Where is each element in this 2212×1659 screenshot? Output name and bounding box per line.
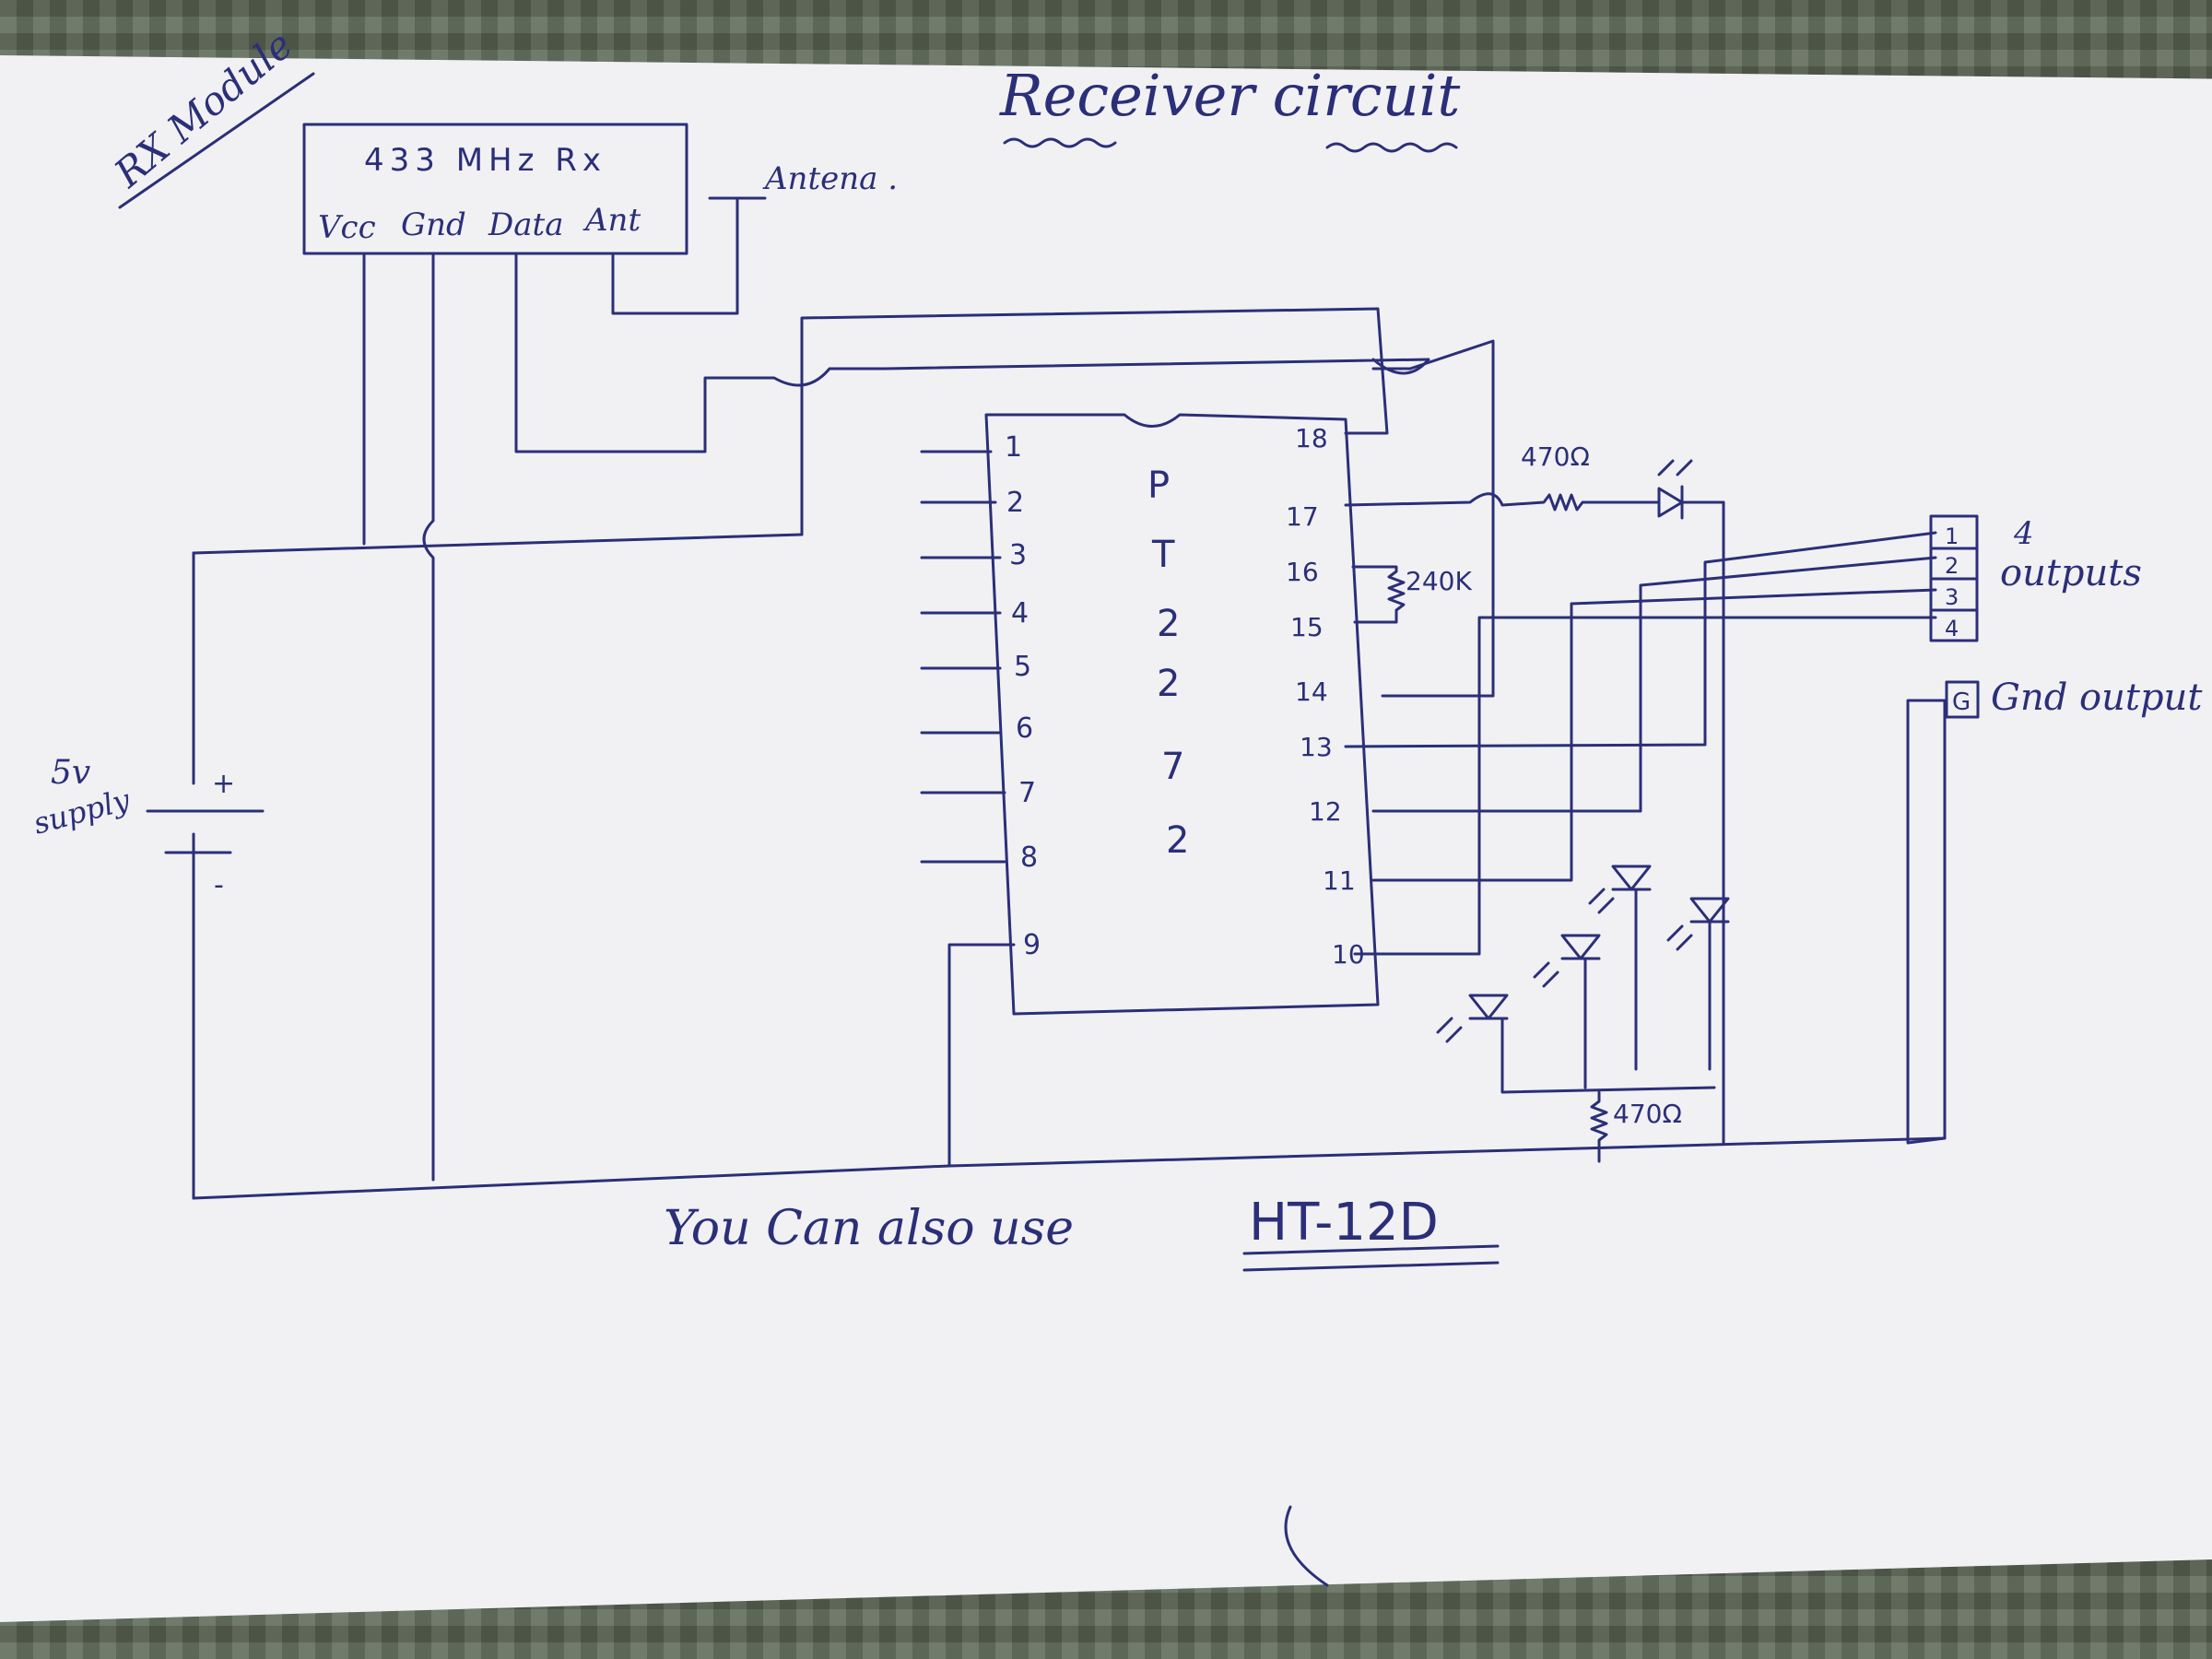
led-ground-resistor (1590, 1090, 1608, 1163)
stray-pen-mark (1284, 1505, 1329, 1587)
ic-pin-6: 6 (1016, 712, 1033, 745)
ic-pin-9: 9 (1023, 929, 1041, 961)
rx-pin-ant: Ant (582, 202, 641, 239)
title-underline-2 (1325, 142, 1458, 153)
output-num-1: 1 (1945, 524, 1959, 549)
ic-right-pins: 18 17 16 15 14 13 12 11 10 (1286, 423, 1365, 970)
ic-label-char-3: 2 (1157, 603, 1180, 645)
ic-label-char-4: 2 (1157, 663, 1180, 705)
antenna-wire (611, 196, 767, 315)
battery-minus-sign: - (214, 869, 224, 901)
gnd-output-box-label: G (1952, 688, 1971, 716)
rx-module-box (302, 123, 688, 255)
ic-label-char-6: 2 (1166, 819, 1189, 862)
ic-label: P T 2 2 7 2 (1147, 465, 1189, 862)
osc-resistor-value: 240K (1406, 566, 1472, 596)
ic-pin-5: 5 (1014, 651, 1031, 683)
ic-pin-16: 16 (1286, 557, 1319, 587)
output-led-3 (1611, 865, 1652, 891)
ic-pin-3: 3 (1009, 539, 1027, 571)
output-header: 1 2 3 4 (1929, 514, 1979, 642)
led-ground-resistor-value: 470Ω (1613, 1099, 1682, 1129)
output-led-1 (1468, 994, 1509, 1020)
battery-plus-sign: + (212, 768, 235, 800)
rx-pin-data: Data (488, 206, 563, 243)
antenna-label: Antena . (762, 160, 898, 197)
ic-pin-15: 15 (1290, 612, 1324, 642)
ic-pin-2: 2 (1006, 487, 1024, 519)
pin10-line (1353, 616, 1937, 956)
ic-pin-17: 17 (1286, 501, 1319, 532)
pin17-resistor (1344, 492, 1661, 512)
ic-pin-1: 1 (1005, 431, 1022, 464)
ic-label-char-2: T (1151, 534, 1175, 576)
note-part: HT-12D (1249, 1193, 1439, 1253)
ic-pin-7: 7 (1018, 777, 1036, 809)
output-leds (1436, 865, 1730, 1094)
gnd-output-wire (1906, 699, 1948, 1145)
ic-pin-18: 18 (1295, 423, 1328, 453)
output-num-3: 3 (1945, 584, 1959, 610)
ic-label-char-5: 7 (1161, 746, 1184, 788)
vcc-bus-top (800, 307, 1389, 536)
pin14-wire (1371, 339, 1495, 698)
output-led-rays (1436, 888, 1693, 1043)
note-part-underline (1242, 1244, 1500, 1272)
rx-module-name: 433 MHz Rx (364, 142, 606, 179)
pin9-ground-wire (947, 943, 1016, 1168)
ic-label-char-1: P (1147, 465, 1170, 507)
output-num-4: 4 (1945, 616, 1959, 641)
ic-pin-14: 14 (1295, 677, 1328, 707)
note-text: You Can also use (664, 1201, 1074, 1256)
ic-pin-11: 11 (1323, 865, 1356, 896)
pin13-line (1344, 531, 1937, 748)
ic-left-pins: 1 2 3 4 5 6 7 8 9 (920, 431, 1041, 961)
ic-pin-4: 4 (1011, 597, 1029, 629)
ic-body (984, 413, 1380, 1016)
pin11-line (1371, 588, 1937, 882)
vcc-rail (192, 533, 804, 555)
paper-sheet (0, 55, 2212, 1622)
output-header-dividers (1929, 547, 1979, 612)
gnd-wire (422, 252, 435, 1182)
osc-resistor (1351, 565, 1406, 624)
output-led-commons (1500, 888, 1716, 1094)
outputs-label: outputs (2000, 552, 2142, 594)
rx-module-label-underline (118, 72, 315, 209)
title-underline-1 (1003, 137, 1117, 148)
left-pin-stubs (920, 450, 1006, 864)
rx-pin-gnd: Gnd (401, 206, 466, 243)
pin12-line (1371, 556, 1937, 813)
diagram-title: Receiver circuit (999, 62, 1460, 129)
ic-pin-12: 12 (1309, 796, 1342, 827)
pin17-resistor-value: 470Ω (1521, 441, 1590, 472)
output-num-2: 2 (1945, 553, 1959, 579)
ic-pin-8: 8 (1020, 841, 1038, 874)
rx-module-label: RX Module (105, 22, 301, 196)
vt-led-rays (1657, 459, 1693, 477)
rx-pin-vcc: Vcc (318, 209, 376, 246)
data-wire (514, 252, 1430, 453)
supply-voltage: 5v (51, 754, 90, 792)
output-led-2 (1560, 934, 1601, 960)
ic-pin-13: 13 (1300, 732, 1333, 762)
ground-rail (192, 1136, 1947, 1200)
outputs-count: 4 (2013, 515, 2034, 552)
vt-led (1657, 485, 1725, 520)
gnd-output-label: Gnd output (1991, 677, 2203, 719)
